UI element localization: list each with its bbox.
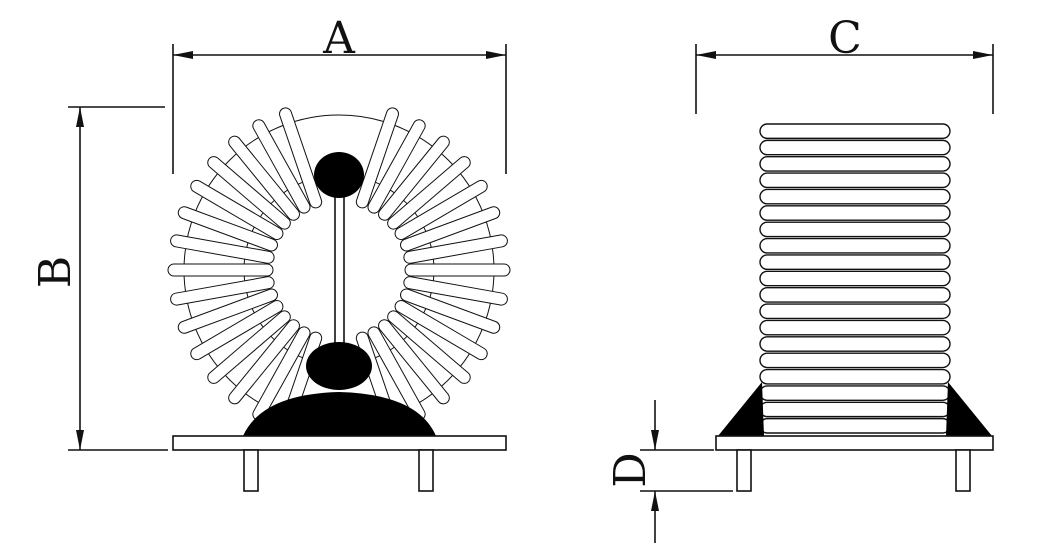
winding-turn <box>170 234 275 264</box>
winding-turn <box>400 206 501 252</box>
side-winding-turn <box>759 188 951 205</box>
dim-label-b: B <box>30 256 81 288</box>
side-winding-turn <box>759 270 951 287</box>
front-pin-left <box>243 449 259 492</box>
side-winding-turn <box>759 352 951 369</box>
side-winding-turn <box>759 221 951 238</box>
winding-turn <box>355 107 399 209</box>
winding-turn <box>190 179 284 240</box>
winding-turn <box>400 288 501 334</box>
side-pin-right <box>955 449 971 492</box>
dimension-c <box>695 44 994 114</box>
side-winding-stack <box>759 123 951 434</box>
side-winding-turn <box>759 401 951 418</box>
side-epoxy-base <box>718 382 992 436</box>
winding-turn <box>403 276 508 306</box>
winding-turn <box>228 319 300 405</box>
side-winding-turn <box>759 254 951 271</box>
side-winding-turn <box>759 303 951 320</box>
winding-turn <box>378 319 450 405</box>
winding-turn <box>167 263 274 277</box>
side-winding-turn <box>759 205 951 221</box>
winding-turn <box>403 234 508 264</box>
side-base-plate <box>715 435 994 451</box>
winding-turn <box>177 206 278 252</box>
dimension-a <box>172 44 507 174</box>
winding-turn <box>394 300 488 361</box>
winding-turn <box>394 179 488 240</box>
winding-turn <box>207 310 291 384</box>
side-winding-turn <box>759 123 951 140</box>
winding-turn <box>190 300 284 361</box>
side-winding-turn <box>759 286 951 303</box>
bottom-solder-blob <box>306 342 372 390</box>
side-winding-turn <box>759 385 951 401</box>
side-view: C D <box>605 13 994 543</box>
side-winding-turn <box>759 139 951 156</box>
side-pin-left <box>736 449 752 492</box>
dimension-d <box>640 400 733 543</box>
dimension-b <box>68 106 168 451</box>
side-winding-turn <box>759 237 951 254</box>
dim-label-c: C <box>828 13 862 64</box>
winding-turn <box>404 263 511 277</box>
side-winding-turn <box>759 319 951 336</box>
side-winding-turn <box>759 368 951 385</box>
dim-label-d: D <box>605 452 656 487</box>
winding-turn <box>378 135 450 221</box>
lead-wire <box>334 192 345 345</box>
winding-turn <box>177 288 278 334</box>
front-view: A B <box>30 13 511 492</box>
winding-turn <box>228 135 300 221</box>
side-winding-turn <box>759 156 951 172</box>
side-winding-turn <box>759 172 951 189</box>
winding-turn <box>252 119 311 214</box>
winding-turn <box>279 107 323 209</box>
winding-turn <box>367 119 426 214</box>
front-base-plate <box>172 435 507 451</box>
winding-turn <box>170 276 275 306</box>
winding-turn <box>387 156 471 230</box>
front-pin-right <box>418 449 434 492</box>
side-winding-turn <box>759 417 951 434</box>
epoxy-mound <box>243 392 436 436</box>
dim-label-a: A <box>322 13 356 64</box>
winding-turn <box>387 310 471 384</box>
winding-turn <box>207 156 291 230</box>
side-winding-turn <box>759 336 951 352</box>
top-solder-blob <box>314 152 364 198</box>
